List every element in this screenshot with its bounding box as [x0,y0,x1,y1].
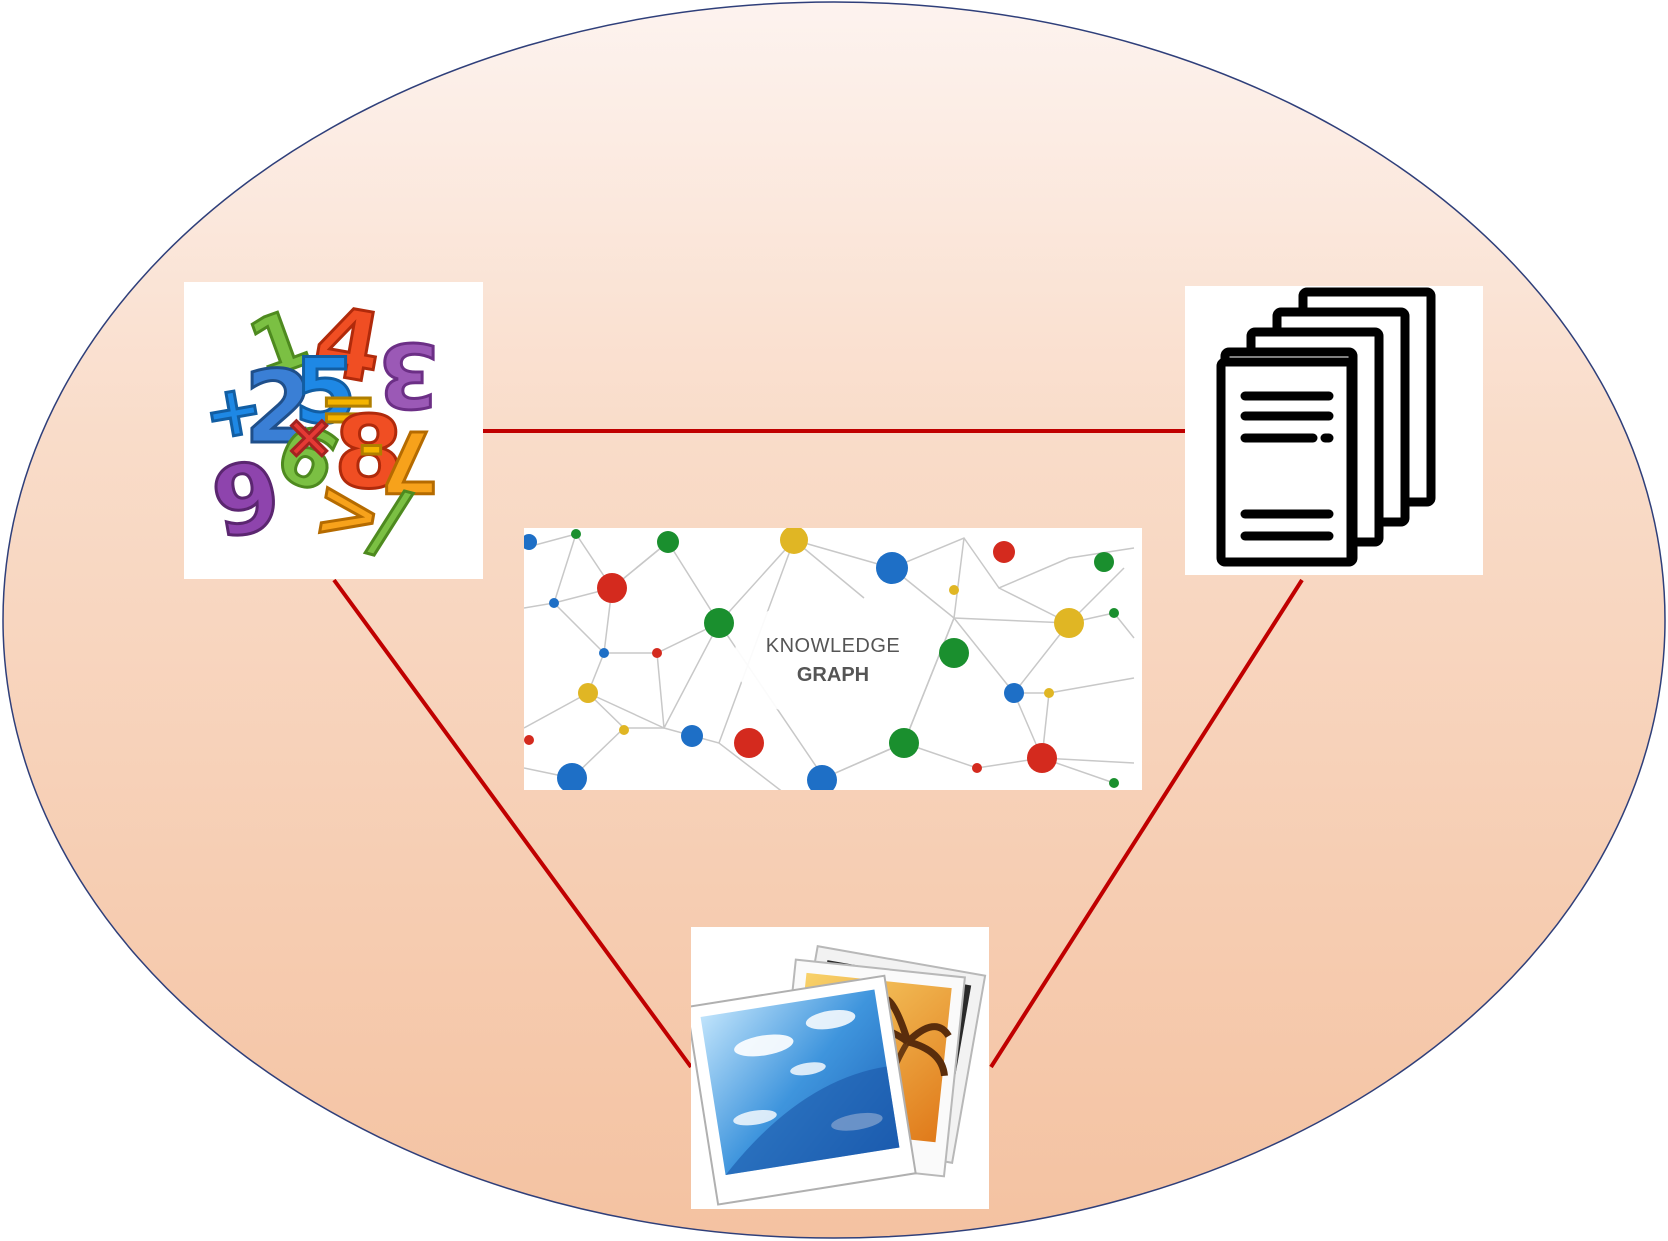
images-node [691,927,989,1209]
svg-text:-: - [359,412,384,482]
documents-node [1185,286,1483,575]
photo-stack-icon [691,945,987,1206]
connector-documents-images [989,578,1304,1069]
svg-text:×: × [284,402,334,472]
svg-text:3: 3 [378,323,439,426]
colorful-numbers-icon: 1 4 3 2 5 + = 8 7 6 6 > / × - [196,284,441,575]
numbers-node: 1 4 3 2 5 + = 8 7 6 6 > / × - [184,282,483,579]
knowledge-graph-label-line2: GRAPH [796,664,870,686]
knowledge-graph-label-line1: KNOWLEDGE [765,635,901,657]
svg-text:8: 8 [334,394,404,511]
knowledge-graph-node: KNOWLEDGE GRAPH [524,528,1142,790]
svg-text:2: 2 [244,349,314,466]
document-stack-icon [1216,287,1436,567]
svg-text:7: 7 [380,411,439,510]
svg-text:5: 5 [294,339,357,444]
connector-numbers-images [332,578,693,1069]
svg-text:=: = [319,367,378,449]
knowledge-graph-icon [524,528,1135,790]
